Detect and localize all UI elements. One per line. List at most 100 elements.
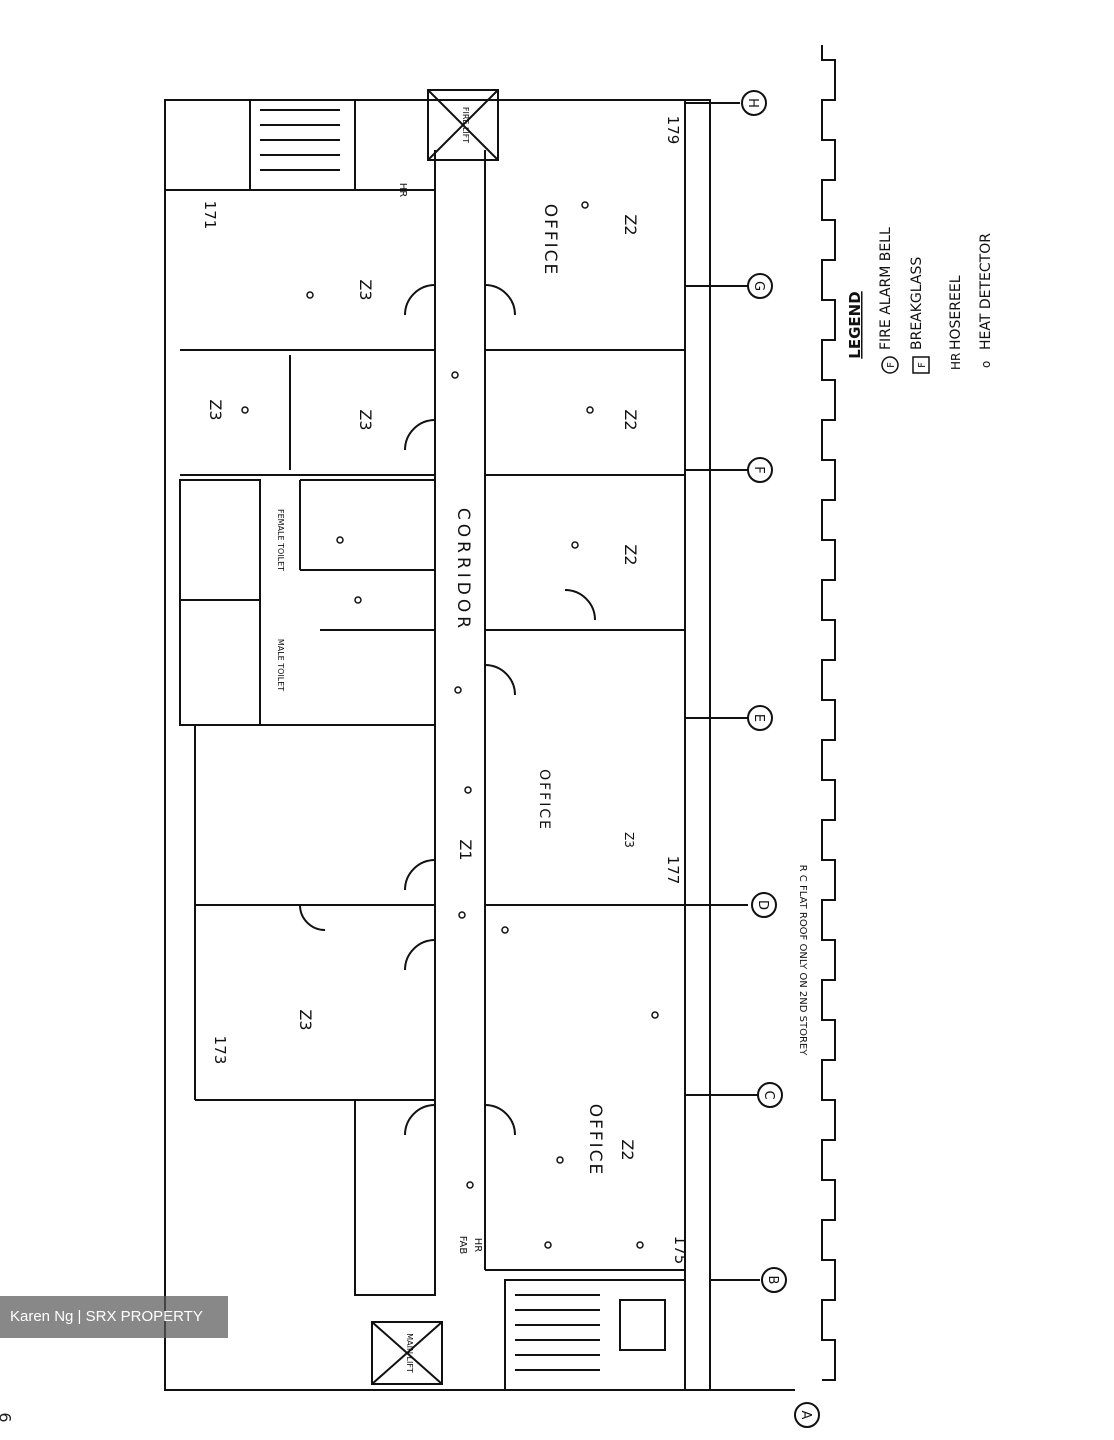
main-lift-box xyxy=(371,1321,443,1385)
door-arc xyxy=(484,664,516,696)
fire-alarm-bell-icon xyxy=(881,356,899,374)
zone-label: Z2 xyxy=(618,1139,637,1160)
grid-letter: E xyxy=(751,714,766,722)
zone-label: Z2 xyxy=(621,544,640,565)
zone-label: Z3 xyxy=(622,832,636,848)
heat-detector-icon xyxy=(464,786,472,794)
grid-marker-d xyxy=(751,892,777,918)
door-arc xyxy=(404,1104,436,1136)
door-arc xyxy=(564,589,596,621)
grid-letters: H G F E D C B A xyxy=(745,98,813,1419)
unit-number: 179 xyxy=(664,116,682,145)
roof-note: R C FLAT ROOF ONLY ON 2ND STOREY xyxy=(797,865,808,1057)
legend-title: LEGEND xyxy=(846,291,864,358)
legend-label: FIRE ALARM BELL xyxy=(878,227,894,350)
unit-number: 177 xyxy=(664,856,682,885)
watermark: Karen Ng | SRX PROPERTY xyxy=(0,1296,228,1338)
grid-marker-h xyxy=(741,90,767,116)
grid-marker-e xyxy=(747,705,773,731)
roof-edge xyxy=(821,45,836,1381)
heat-detector-icon xyxy=(306,291,314,299)
plan-walls xyxy=(164,89,795,1391)
unit-number: 171 xyxy=(201,201,219,230)
heat-detector-icon xyxy=(556,1156,564,1164)
heat-detector-icon xyxy=(454,686,462,694)
zone-labels: Z2 Z2 Z2 Z2 Z1 Z3 Z3 Z3 Z3 Z3 xyxy=(206,214,640,1160)
stair-bottom xyxy=(504,1279,686,1391)
grid-marker-a xyxy=(794,1402,820,1428)
heat-detector-icon xyxy=(451,371,459,379)
grid-letter: F xyxy=(751,466,766,473)
hose-reel-tags: HR HR FAB xyxy=(397,183,483,1255)
grid-marker-c xyxy=(757,1082,783,1108)
legend-label: HOSEREEL xyxy=(948,275,964,350)
lift-cross xyxy=(371,1321,443,1385)
room-label-office: OFFICE xyxy=(536,769,552,831)
legend-label: HEAT DETECTOR xyxy=(978,233,994,350)
legend-symbol: F xyxy=(917,362,928,368)
grid-letter: B xyxy=(765,1276,780,1285)
heat-detector-icon xyxy=(544,1241,552,1249)
grid-letter: G xyxy=(751,281,766,291)
page-number: 6 xyxy=(0,1412,15,1422)
grid-markers xyxy=(741,90,820,1428)
zone-label: Z3 xyxy=(356,279,375,300)
grid-marker-f xyxy=(747,457,773,483)
room-labels: OFFICE OFFICE OFFICE CORRIDOR xyxy=(453,204,605,1177)
room-label-office: OFFICE xyxy=(540,204,560,277)
outer-wall xyxy=(164,99,686,1391)
hose-reel-tag: HR xyxy=(472,1238,483,1253)
zone-label: Z1 xyxy=(456,839,475,860)
heat-detector-icon xyxy=(651,1011,659,1019)
zone-label: Z3 xyxy=(206,399,225,420)
zone-label: Z3 xyxy=(296,1009,315,1030)
door-arc xyxy=(484,284,516,316)
grid-letter: A xyxy=(798,1411,813,1420)
legend-label: BREAKGLASS xyxy=(909,257,925,350)
main-lift-label: MAIN LIFT xyxy=(405,1333,414,1373)
lift-cross xyxy=(427,89,499,161)
heat-detector-icon xyxy=(354,596,362,604)
grid-marker-b xyxy=(761,1267,787,1293)
small-room-labels: MAIN LIFT FIRE LIFT FEMALE TOILET MALE T… xyxy=(276,107,470,1373)
legend-symbol: HR xyxy=(949,353,963,370)
fire-lift-box xyxy=(427,89,499,161)
door-arc xyxy=(484,1104,516,1136)
unit-number: 173 xyxy=(211,1036,229,1065)
grid-letter: C xyxy=(761,1090,776,1099)
fire-lift-label: FIRE LIFT xyxy=(461,107,470,143)
toilet-block xyxy=(179,479,261,726)
zone-label: Z2 xyxy=(621,214,640,235)
heat-detector-icon xyxy=(501,926,509,934)
heat-detector-icon xyxy=(336,536,344,544)
door-arc xyxy=(404,939,436,971)
heat-detector-icon xyxy=(241,406,249,414)
stair-landing xyxy=(619,1299,666,1351)
stair-top xyxy=(164,99,356,191)
heat-detectors xyxy=(241,201,659,1249)
legend-symbol: o xyxy=(979,361,993,368)
facade-strip xyxy=(684,99,711,1391)
annex-bottom-left xyxy=(354,1099,436,1296)
heat-detector-icon xyxy=(581,201,589,209)
zone-label: Z3 xyxy=(356,409,375,430)
heat-detector-icon xyxy=(586,406,594,414)
unit-numbers: 171 173 175 177 179 xyxy=(201,116,689,1265)
heat-detector-icon xyxy=(636,1241,644,1249)
heat-detector-icon xyxy=(466,1181,474,1189)
hose-reel-tag: HR xyxy=(397,183,408,198)
grid-letter: D xyxy=(755,900,770,910)
heat-detector-icon xyxy=(458,911,466,919)
unit-number: 175 xyxy=(671,1236,689,1265)
room-label-office: OFFICE xyxy=(585,1104,605,1177)
hose-reel-tag: FAB xyxy=(457,1236,468,1255)
door-arc xyxy=(299,904,326,931)
door-arc xyxy=(404,284,436,316)
heat-detector-icon xyxy=(571,541,579,549)
breakglass-icon xyxy=(912,356,930,374)
legend-symbol: F xyxy=(886,362,897,368)
zone-label: Z2 xyxy=(621,409,640,430)
male-toilet-label: MALE TOILET xyxy=(276,639,285,691)
female-toilet-label: FEMALE TOILET xyxy=(276,509,285,571)
